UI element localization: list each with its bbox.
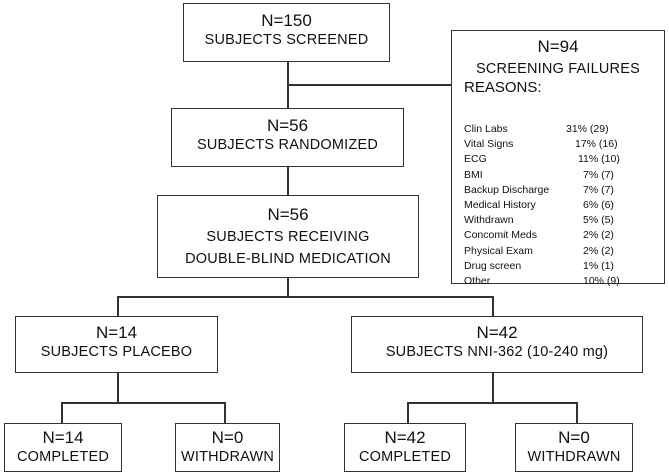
reason-row: Clin Labs 31% (29): [464, 122, 664, 137]
reason-value: 31% (29): [566, 123, 609, 135]
connector-to-placebo-completed: [61, 402, 63, 423]
reason-label: Drug screen: [464, 259, 522, 272]
receiving-box: N=56 SUBJECTS RECEIVING DOUBLE-BLIND MED…: [157, 195, 419, 278]
connector-placebo-bar: [61, 402, 225, 404]
reason-value: 11% (10): [578, 153, 620, 166]
connector-to-placebo: [117, 296, 119, 316]
reason-row: Backup Discharge 7% (7): [464, 183, 664, 198]
placebo-completed-label: COMPLETED: [16, 449, 110, 465]
nni-withdrawn-count: N=0: [558, 428, 590, 447]
failures-label: SCREENING FAILURES: [476, 61, 640, 77]
nni-withdrawn-label: WITHDRAWN: [527, 449, 621, 465]
connector-nni-split: [492, 373, 494, 403]
connector-to-nni-withdrawn: [576, 402, 578, 423]
nni-completed-box: N=42 COMPLETED: [344, 423, 466, 472]
reason-label: ECG: [464, 153, 487, 166]
connector-receiving-split: [287, 278, 289, 297]
screened-count: N=150: [261, 11, 312, 30]
failures-count: N=94: [537, 37, 579, 56]
reasons-list: Clin Labs 31% (29) Vital Signs 17% (16) ECG 1…: [464, 122, 664, 289]
reason-value: 7% (7): [583, 183, 614, 196]
reason-label: BMI: [464, 168, 483, 181]
randomized-count: N=56: [266, 116, 309, 135]
connector-randomized-receiving: [287, 167, 289, 195]
reason-row: BMI 7% (7): [464, 168, 664, 183]
reason-row: Concomit Meds 2% (2): [464, 228, 664, 243]
reason-label: Vital Signs: [464, 138, 514, 151]
placebo-withdrawn-box: N=0 WITHDRAWN: [175, 423, 280, 472]
nni-completed-count: N=42: [384, 428, 426, 447]
nni-count: N=42: [476, 323, 518, 342]
reasons-title: REASONS:: [464, 79, 542, 96]
randomized-label: SUBJECTS RANDOMIZED: [196, 137, 379, 153]
reason-row: Other 10% (9): [464, 274, 664, 289]
reason-label: Concomit Meds: [464, 229, 537, 242]
connector-to-nni: [492, 296, 494, 316]
connector-to-nni-completed: [407, 402, 409, 423]
reason-row: ECG 11% (10): [464, 152, 664, 167]
reason-value: 17% (16): [575, 138, 618, 151]
nni-withdrawn-box: N=0 WITHDRAWN: [515, 423, 633, 472]
reason-value: 1% (1): [583, 259, 614, 272]
nni-box: N=42 SUBJECTS NNI-362 (10-240 mg): [351, 316, 643, 373]
reason-value: 10% (9): [583, 274, 620, 287]
connector-to-failures: [287, 84, 451, 86]
placebo-withdrawn-count: N=0: [211, 428, 244, 447]
placebo-box: N=14 SUBJECTS PLACEBO: [15, 316, 218, 373]
reason-row: Drug screen 1% (1): [464, 259, 664, 274]
receiving-label-line2: DOUBLE-BLIND MEDICATION: [185, 251, 391, 267]
reason-label: Withdrawn: [464, 214, 514, 227]
reason-row: Withdrawn 5% (5): [464, 213, 664, 228]
screened-box: N=150 SUBJECTS SCREENED: [183, 3, 390, 62]
connector-nni-bar2: [407, 402, 577, 404]
placebo-completed-count: N=14: [42, 428, 84, 447]
reason-value: 2% (2): [583, 229, 614, 242]
connector-arms-bar: [117, 296, 493, 298]
receiving-count: N=56: [267, 205, 309, 224]
reason-label: Physical Exam: [464, 244, 533, 257]
nni-completed-label: COMPLETED: [358, 449, 452, 465]
receiving-label-line1: SUBJECTS RECEIVING: [206, 229, 370, 245]
screening-failures-box: N=94 SCREENING FAILURES REASONS: Clin La…: [451, 30, 665, 287]
nni-label: SUBJECTS NNI-362 (10-240 mg): [385, 344, 609, 360]
reason-value: 5% (5): [583, 214, 614, 227]
placebo-count: N=14: [95, 323, 138, 342]
reason-label: Other: [464, 274, 491, 287]
reason-row: Physical Exam 2% (2): [464, 244, 664, 259]
reason-label: Medical History: [464, 198, 536, 211]
reason-row: Vital Signs 17% (16): [464, 137, 664, 152]
placebo-label: SUBJECTS PLACEBO: [40, 344, 193, 360]
reason-value: 2% (2): [583, 244, 614, 257]
randomized-box: N=56 SUBJECTS RANDOMIZED: [171, 108, 404, 167]
placebo-completed-box: N=14 COMPLETED: [4, 423, 122, 472]
reason-value: 6% (6): [583, 198, 614, 211]
reason-label: Backup Discharge: [464, 183, 550, 196]
placebo-withdrawn-label: WITHDRAWN: [180, 449, 275, 465]
reason-label: Clin Labs: [464, 123, 508, 135]
connector-to-placebo-withdrawn: [224, 402, 226, 423]
connector-placebo-split: [117, 373, 119, 403]
reason-row: Medical History 6% (6): [464, 198, 664, 213]
screened-label: SUBJECTS SCREENED: [204, 32, 369, 48]
reason-value: 7% (7): [583, 168, 614, 181]
